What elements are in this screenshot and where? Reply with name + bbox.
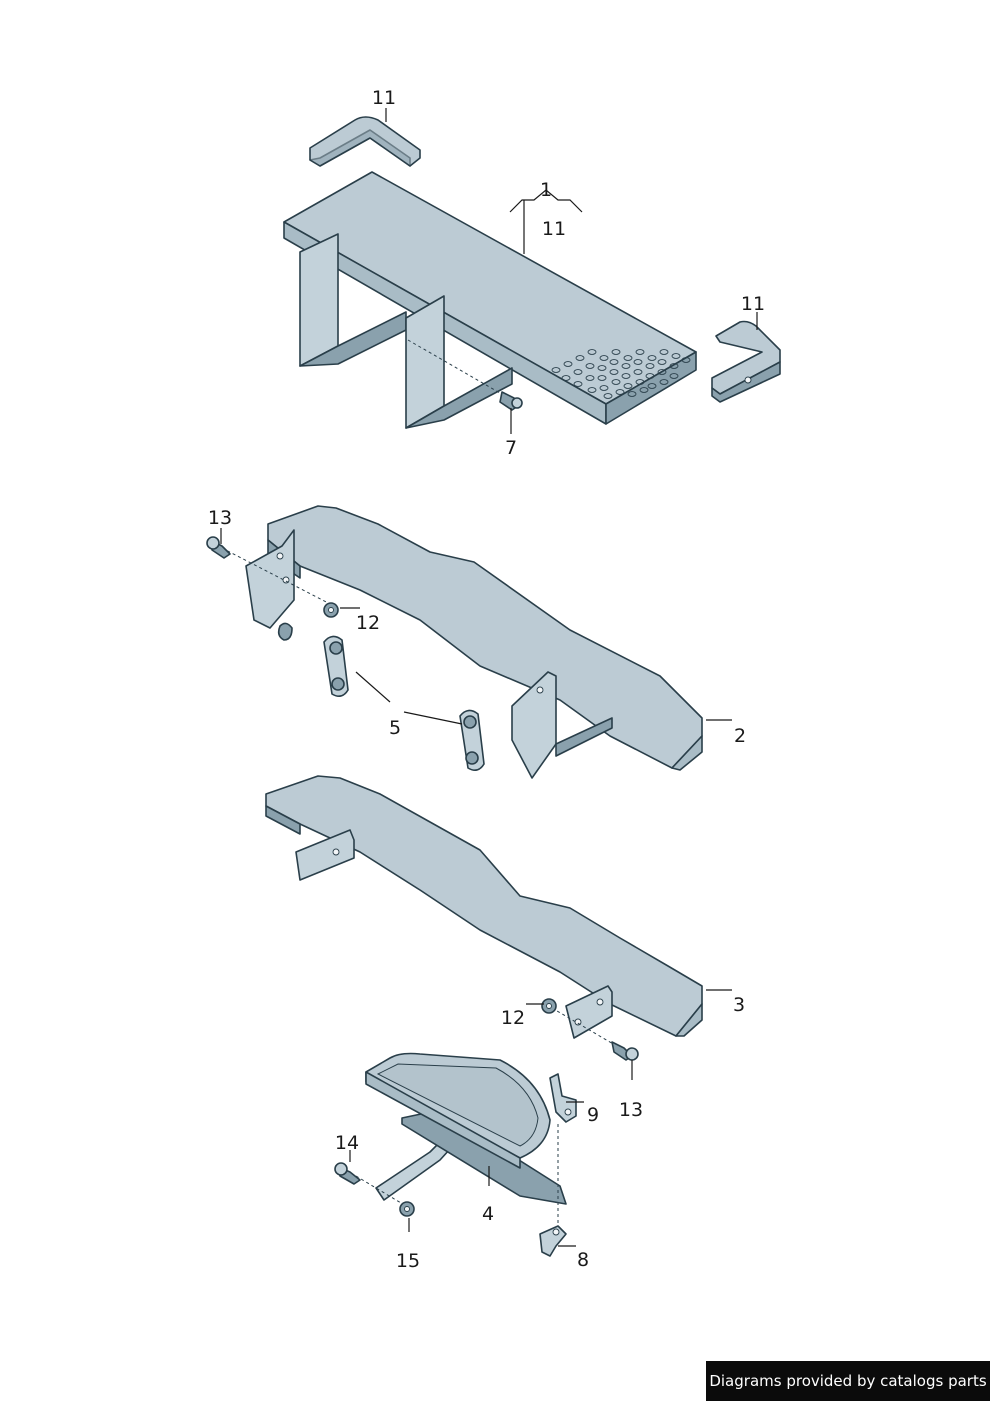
callout-12: 12: [356, 612, 380, 634]
part-11-end-cap-top: [309, 116, 421, 167]
callout-14: 14: [335, 1132, 359, 1154]
leader-lines: [220, 108, 758, 1247]
part-8-bracket: [539, 1225, 567, 1257]
callout-13: 13: [208, 507, 232, 529]
part-7-screw: [407, 339, 523, 411]
callout-12: 12: [501, 1007, 525, 1029]
part-5-clamp-left: [323, 635, 349, 698]
callout-4: 4: [482, 1203, 494, 1225]
part-5-clamp-right: [459, 709, 485, 772]
part-3-lower-guard: [265, 775, 703, 1039]
callout-11: 11: [372, 87, 396, 109]
part-9-bracket: [549, 1073, 577, 1228]
part-13-bolt-upper: [206, 536, 335, 607]
callout-5: 5: [389, 717, 401, 739]
part-15-nut: [399, 1201, 415, 1217]
callout-9: 9: [587, 1104, 599, 1126]
callout-7: 7: [505, 437, 517, 459]
callout-2: 2: [734, 725, 746, 747]
callout-labels: 11 1 11 11 7 13 12 5 2 3 12 13 9 14 4 15…: [208, 87, 765, 1272]
part-2-upper-guard: [245, 505, 703, 779]
part-14-bolt: [334, 1162, 407, 1207]
credit-banner: Diagrams provided by catalogs parts: [706, 1361, 990, 1401]
part-13-bolt-lower: [611, 1041, 639, 1061]
part-11-end-cap-right: [711, 320, 781, 403]
callout-11: 11: [741, 293, 765, 315]
callout-15: 15: [396, 1250, 420, 1272]
part-12-nut-upper: [323, 602, 339, 618]
anti-slip-perforations: [551, 349, 691, 399]
callout-11: 11: [542, 218, 566, 240]
part-12-nut-lower: [541, 998, 621, 1049]
part-1-step-platform: [283, 171, 697, 429]
callout-3: 3: [733, 994, 745, 1016]
callout-1: 1: [540, 179, 552, 201]
part-4-step-pad: [365, 1052, 567, 1205]
callout-13: 13: [619, 1099, 643, 1121]
callout-8: 8: [577, 1249, 589, 1271]
